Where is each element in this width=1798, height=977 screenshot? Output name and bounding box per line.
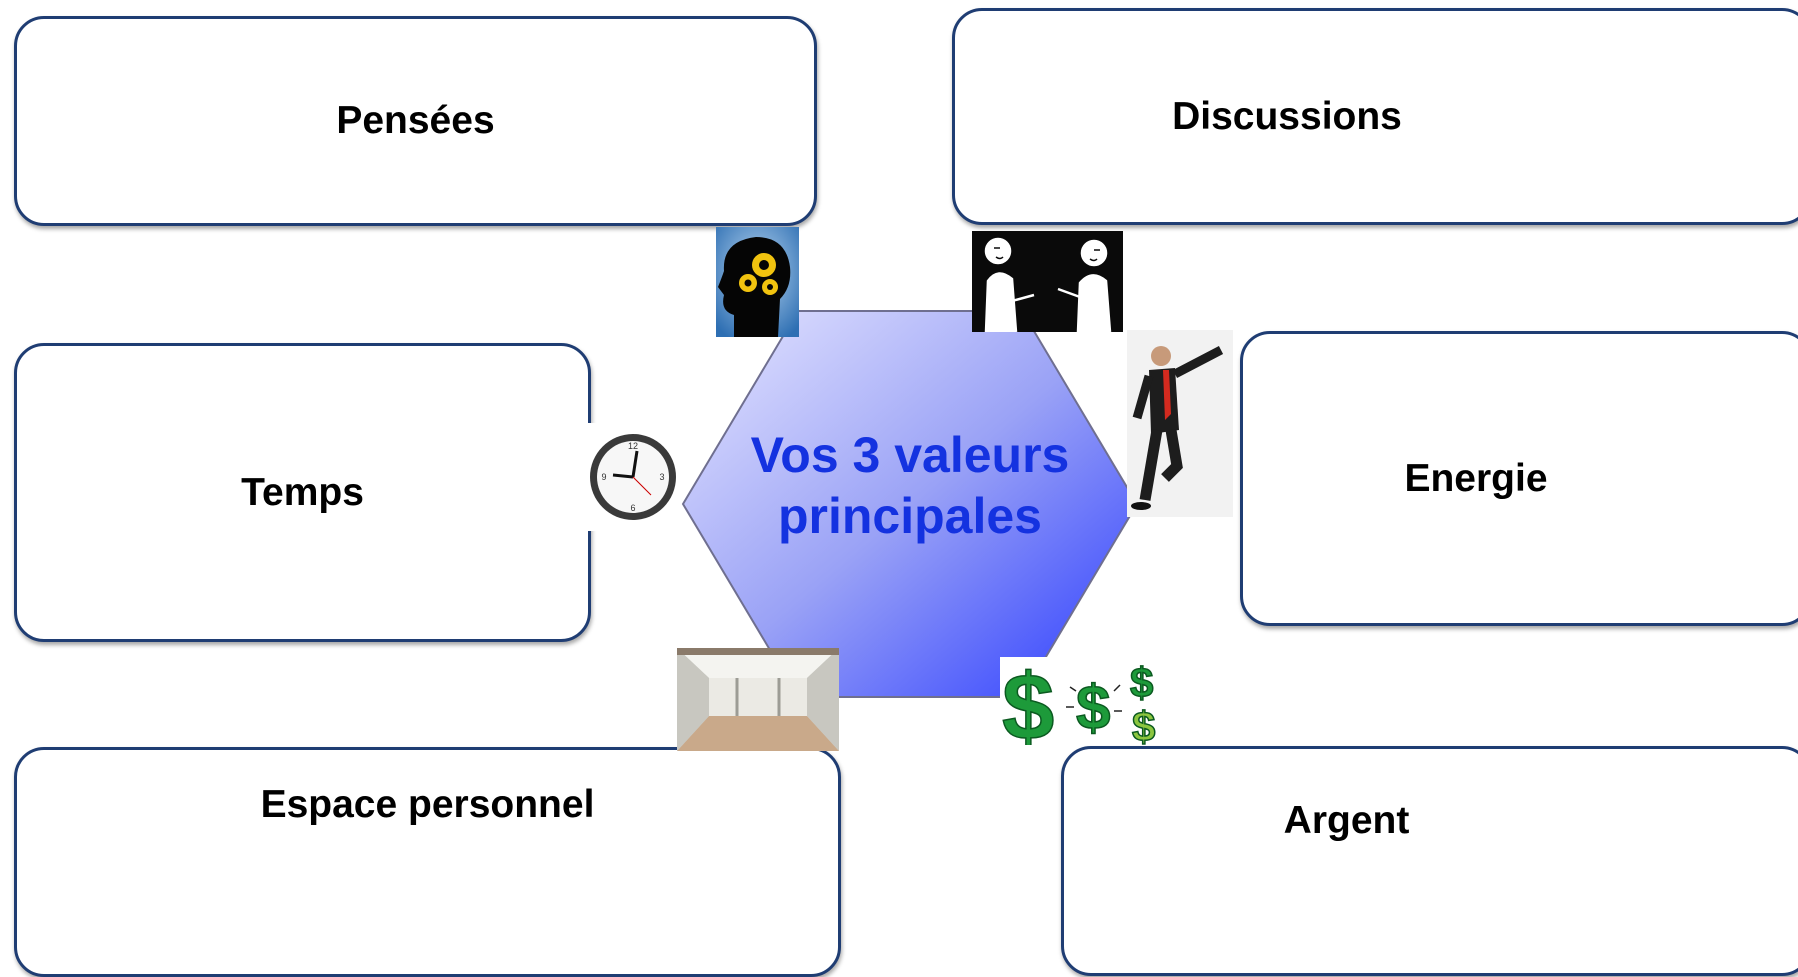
box-energie: Energie (1240, 331, 1798, 626)
center-title: Vos 3 valeurs principales (700, 425, 1120, 547)
box-temps-label: Temps (241, 470, 364, 514)
center-title-line1: Vos 3 valeurs (750, 427, 1070, 483)
center-title-line2: principales (778, 488, 1042, 544)
clock-icon: 12 3 6 9 (587, 423, 680, 531)
svg-text:3: 3 (659, 472, 664, 482)
box-argent-label: Argent (1283, 799, 1410, 842)
svg-text:9: 9 (601, 472, 606, 482)
box-espace-personnel: Espace personnel (14, 747, 841, 977)
box-espace-personnel-label: Espace personnel (260, 782, 595, 826)
svg-text:6: 6 (630, 503, 635, 513)
box-discussions-label: Discussions (1172, 94, 1402, 138)
svg-text:$: $ (1132, 703, 1155, 745)
dollar-signs-icon: $ $ $ $ (1000, 657, 1171, 745)
two-people-talking-icon (972, 231, 1123, 332)
svg-text:$: $ (1130, 659, 1153, 706)
svg-text:12: 12 (628, 441, 638, 451)
head-gears-icon (716, 227, 799, 337)
box-pensees-label: Pensées (336, 99, 495, 142)
svg-text:$: $ (1076, 674, 1110, 743)
box-energie-label: Energie (1404, 456, 1548, 500)
box-argent: Argent (1061, 746, 1798, 976)
jumping-businessman-icon (1127, 330, 1233, 517)
box-discussions: Discussions (952, 8, 1798, 225)
empty-room-icon (677, 648, 839, 751)
svg-text:$: $ (1002, 657, 1054, 745)
box-pensees: Pensées (14, 16, 817, 226)
box-temps: Temps (14, 343, 591, 642)
